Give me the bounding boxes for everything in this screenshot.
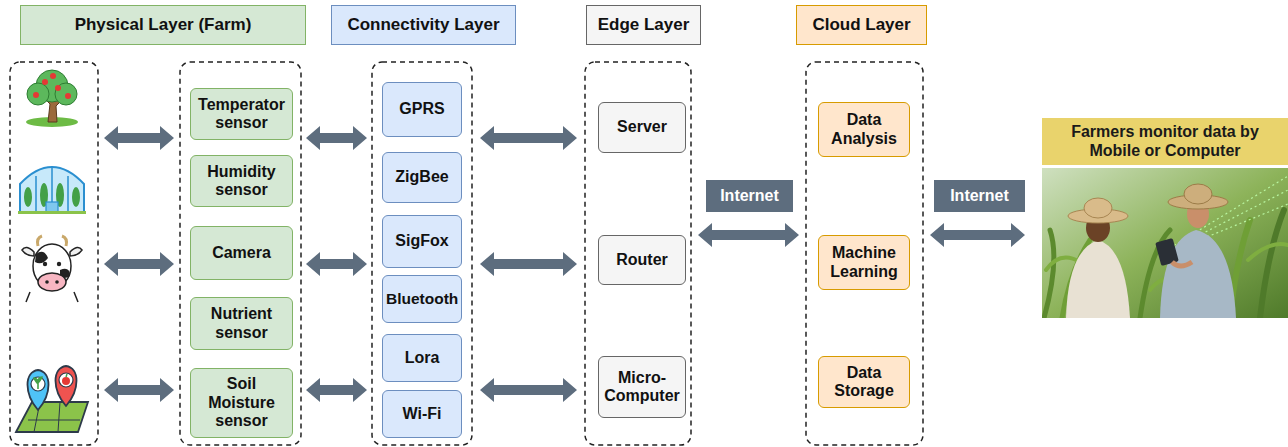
greenhouse-icon (18, 167, 86, 214)
map-icon (16, 366, 88, 432)
sensor-box: Camera (190, 226, 293, 280)
node-label: Data Storage (822, 364, 906, 401)
node-label: Nutrient sensor (194, 305, 289, 342)
node-label: Internet (938, 187, 1021, 205)
sensor-box: Temperator sensor (190, 88, 293, 140)
node-label: Soil Moisture sensor (194, 375, 289, 430)
connectivity-box: Lora (382, 334, 462, 382)
node-label: Connectivity Layer (335, 15, 512, 35)
node-label: Internet (710, 187, 789, 205)
edge-box: Router (598, 235, 686, 285)
sensor-box: Nutrient sensor (190, 297, 293, 350)
farmers-photo (1042, 168, 1288, 318)
node-label: Humidity sensor (194, 163, 289, 200)
cow-icon (22, 236, 82, 302)
node-label: Router (602, 251, 682, 269)
node-label: Bluetooth (386, 290, 458, 308)
sensor-box: Humidity sensor (190, 155, 293, 207)
farmer-banner: Farmers monitor data by Mobile or Comput… (1042, 118, 1288, 165)
node-label: Temperator sensor (194, 96, 289, 133)
connectivity-box: Wi-Fi (382, 390, 462, 438)
layer-header: Cloud Layer (796, 5, 927, 45)
node-label: SigFox (386, 232, 458, 250)
node-label: Micro-Computer (602, 369, 682, 406)
edge-box: Server (598, 102, 686, 153)
node-label: Server (602, 118, 682, 136)
connectivity-box: SigFox (382, 215, 462, 268)
node-label: Lora (386, 349, 458, 367)
internet-box: Internet (706, 180, 793, 212)
internet-box: Internet (934, 180, 1025, 212)
tree-icon (26, 70, 78, 127)
node-label: Cloud Layer (800, 15, 923, 35)
node-label: Camera (194, 244, 289, 262)
connectivity-box: GPRS (382, 82, 462, 137)
connectivity-box: Bluetooth (382, 275, 462, 323)
node-label: Edge Layer (590, 15, 697, 35)
node-label: Physical Layer (Farm) (24, 15, 302, 35)
layer-header: Edge Layer (586, 5, 701, 45)
cloud-box: Data Analysis (818, 102, 910, 157)
sensor-box: Soil Moisture sensor (190, 368, 293, 438)
cloud-box: Machine Learning (818, 235, 910, 290)
cloud-box: Data Storage (818, 356, 910, 408)
layer-header: Connectivity Layer (331, 5, 516, 45)
node-label: ZigBee (386, 168, 458, 186)
layer-containers (10, 62, 923, 445)
connectivity-box: ZigBee (382, 152, 462, 203)
layer-header: Physical Layer (Farm) (20, 5, 306, 45)
edge-box: Micro-Computer (598, 356, 686, 418)
node-label: Data Analysis (822, 111, 906, 148)
node-label: Farmers monitor data by Mobile or Comput… (1046, 123, 1284, 160)
node-label: Machine Learning (822, 244, 906, 281)
node-label: GPRS (386, 100, 458, 118)
node-label: Wi-Fi (386, 405, 458, 423)
